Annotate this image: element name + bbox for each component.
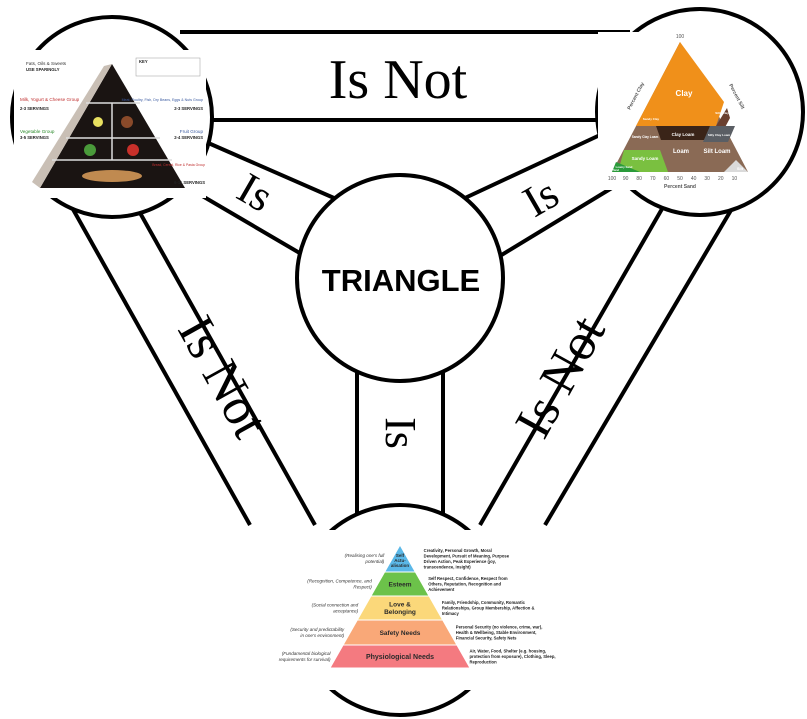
bottom-connector-label: Is [376,417,425,449]
soil-sandy-clay-loam-label: Sandy Clay Loam [632,135,659,139]
food-fats-note: USE SPARINGLY [26,67,60,72]
food-bread-label: Bread, Cereal, Rice & Pasta Group [152,163,205,167]
center-label: TRIANGLE [322,263,480,298]
soil-sand-tick: 40 [691,176,697,182]
food-vegetable-servings: 3-5 SERVINGS [20,135,49,140]
left-connector-label: Is Not [166,307,278,448]
soil-sand-tick: 80 [636,176,642,182]
left-inner-band-edge [189,133,351,207]
soil-sand-ticks: 100 90 80 70 60 50 40 30 20 10 [608,176,738,182]
soil-sand-tick: 50 [677,176,683,182]
left-band-edge [63,194,252,526]
soil-loamy-sand-label: Loamy Sand [616,165,633,169]
maslow-level-examples: Air, Water, Food, Shelter (e.g. housing,… [469,649,555,665]
soil-silty-clay-label: Silty Clay [715,111,729,115]
soil-sandy-clay-label: Sandy Clay [643,117,660,121]
right-band-edge [543,193,742,527]
food-fruit-servings: 2-4 SERVINGS [174,135,203,140]
food-milk-label: Milk, Yogurt & Cheese Group [20,97,80,102]
connector-lines [63,30,742,527]
maslow-level-name: Love &Belonging [384,602,416,616]
soil-clay-label: Clay [676,89,693,98]
food-bread-servings: 6-11 SERVINGS [174,180,205,185]
food-meat-label: Meat, Poultry, Fish, Dry Beans, Eggs & N… [122,98,203,102]
food-milk-servings: 2-3 SERVINGS [20,106,49,111]
left-band-edge [128,194,317,526]
food-pyramid-image: Fats, Oils & Sweets USE SPARINGLY KEY Mi… [14,50,206,198]
soil-silt-label: Silt [737,166,744,171]
soil-sand-tick: 10 [732,176,738,182]
food-key-label: KEY [139,59,148,64]
soil-sand-tick: 60 [664,176,670,182]
right-band-edge [478,194,672,526]
soil-top-tick: 100 [676,34,685,40]
right-inner-band-edge [449,133,601,207]
soil-sand-tick: 100 [608,176,617,182]
maslow-level-examples: Personal Security (no violence, crime, w… [456,625,543,641]
soil-axis-sand: Percent Sand [664,184,696,190]
soil-sandy-loam-label: Sandy Loam [632,156,659,161]
right-connector-label: Is Not [504,306,616,447]
soil-silt-loam-label: Silt Loam [703,149,730,155]
soil-sand-tick: 70 [650,176,656,182]
soil-sand-tick: 20 [718,176,724,182]
right-inner-band-edge [488,178,627,264]
food-meat-servings: 2-3 SERVINGS [174,106,203,111]
soil-triangle-image: Clay Silty Clay Sandy Clay Clay Loam Sil… [598,32,762,190]
soil-sand-tick: 90 [623,176,629,182]
soil-clay-loam-label: Clay Loam [672,132,695,137]
soil-loam-label: Loam [673,149,689,155]
maslow-level-name: Esteem [388,581,411,588]
maslow-level-band [329,644,471,669]
maslow-level-name: Physiological Needs [366,654,434,661]
food-fats-label: Fats, Oils & Sweets [26,61,67,66]
food-fruit-label: Fruit Group [180,129,204,134]
food-vegetable-label: Vegetable Group [20,129,55,134]
center-node [295,173,505,383]
soil-silty-clay-loam-label: Silty Clay Loam [708,133,731,137]
maslow-level-name: Safety Needs [380,630,421,637]
soil-sand-tick: 30 [704,176,710,182]
top-connector-label: Is Not [329,49,468,111]
soil-sand-label: Sand [613,169,619,172]
